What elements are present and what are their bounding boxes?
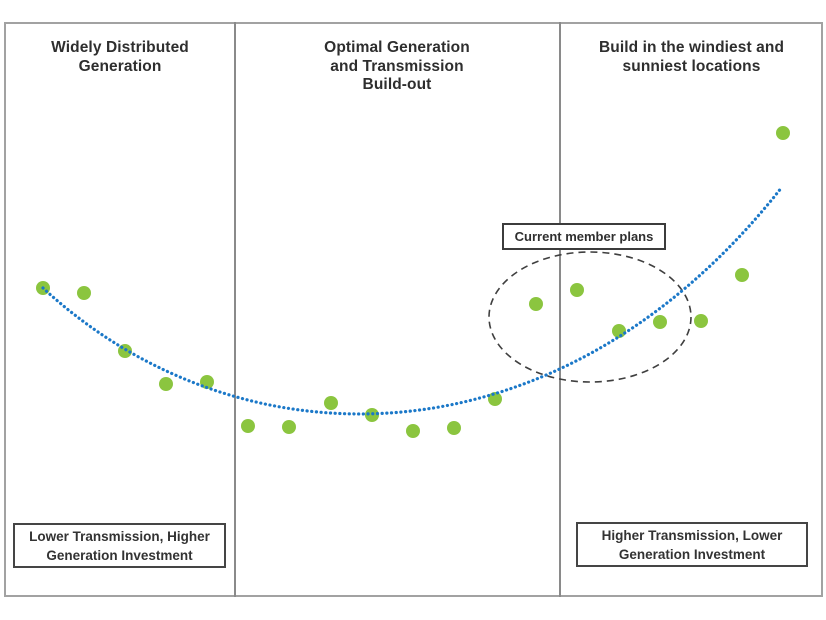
section-title-windiest-sunniest: Build in the windiest and sunniest locat…	[598, 39, 785, 75]
scatter-point	[653, 315, 667, 329]
annotation-ellipse	[488, 251, 692, 383]
scatter-point	[694, 314, 708, 328]
scatter-point	[529, 297, 543, 311]
section-title-optimal-buildout: Optimal Generation and Transmission Buil…	[324, 39, 470, 93]
scatter-point	[570, 283, 584, 297]
scatter-point	[612, 324, 626, 338]
footnote-higher-transmission: Higher Transmission, Lower Generation In…	[576, 522, 808, 567]
scatter-point	[324, 396, 338, 410]
footnote-lower-transmission: Lower Transmission, Higher Generation In…	[13, 523, 226, 568]
scatter-point	[776, 126, 790, 140]
scatter-point	[406, 424, 420, 438]
annotation-label-text: Current member plans	[514, 229, 654, 244]
chart-frame	[4, 22, 823, 597]
trend-line	[41, 185, 784, 416]
scatter-point	[241, 419, 255, 433]
section-divider-left	[234, 22, 236, 597]
scatter-point	[447, 421, 461, 435]
scatter-point	[735, 268, 749, 282]
scatter-point	[488, 392, 502, 406]
section-divider-right	[559, 22, 561, 597]
section-title-widely-distributed: Widely Distributed Generation	[51, 39, 189, 75]
scatter-point	[159, 377, 173, 391]
annotation-label-box: Current member plans	[502, 223, 666, 250]
scatter-point	[77, 286, 91, 300]
scatter-point	[282, 420, 296, 434]
